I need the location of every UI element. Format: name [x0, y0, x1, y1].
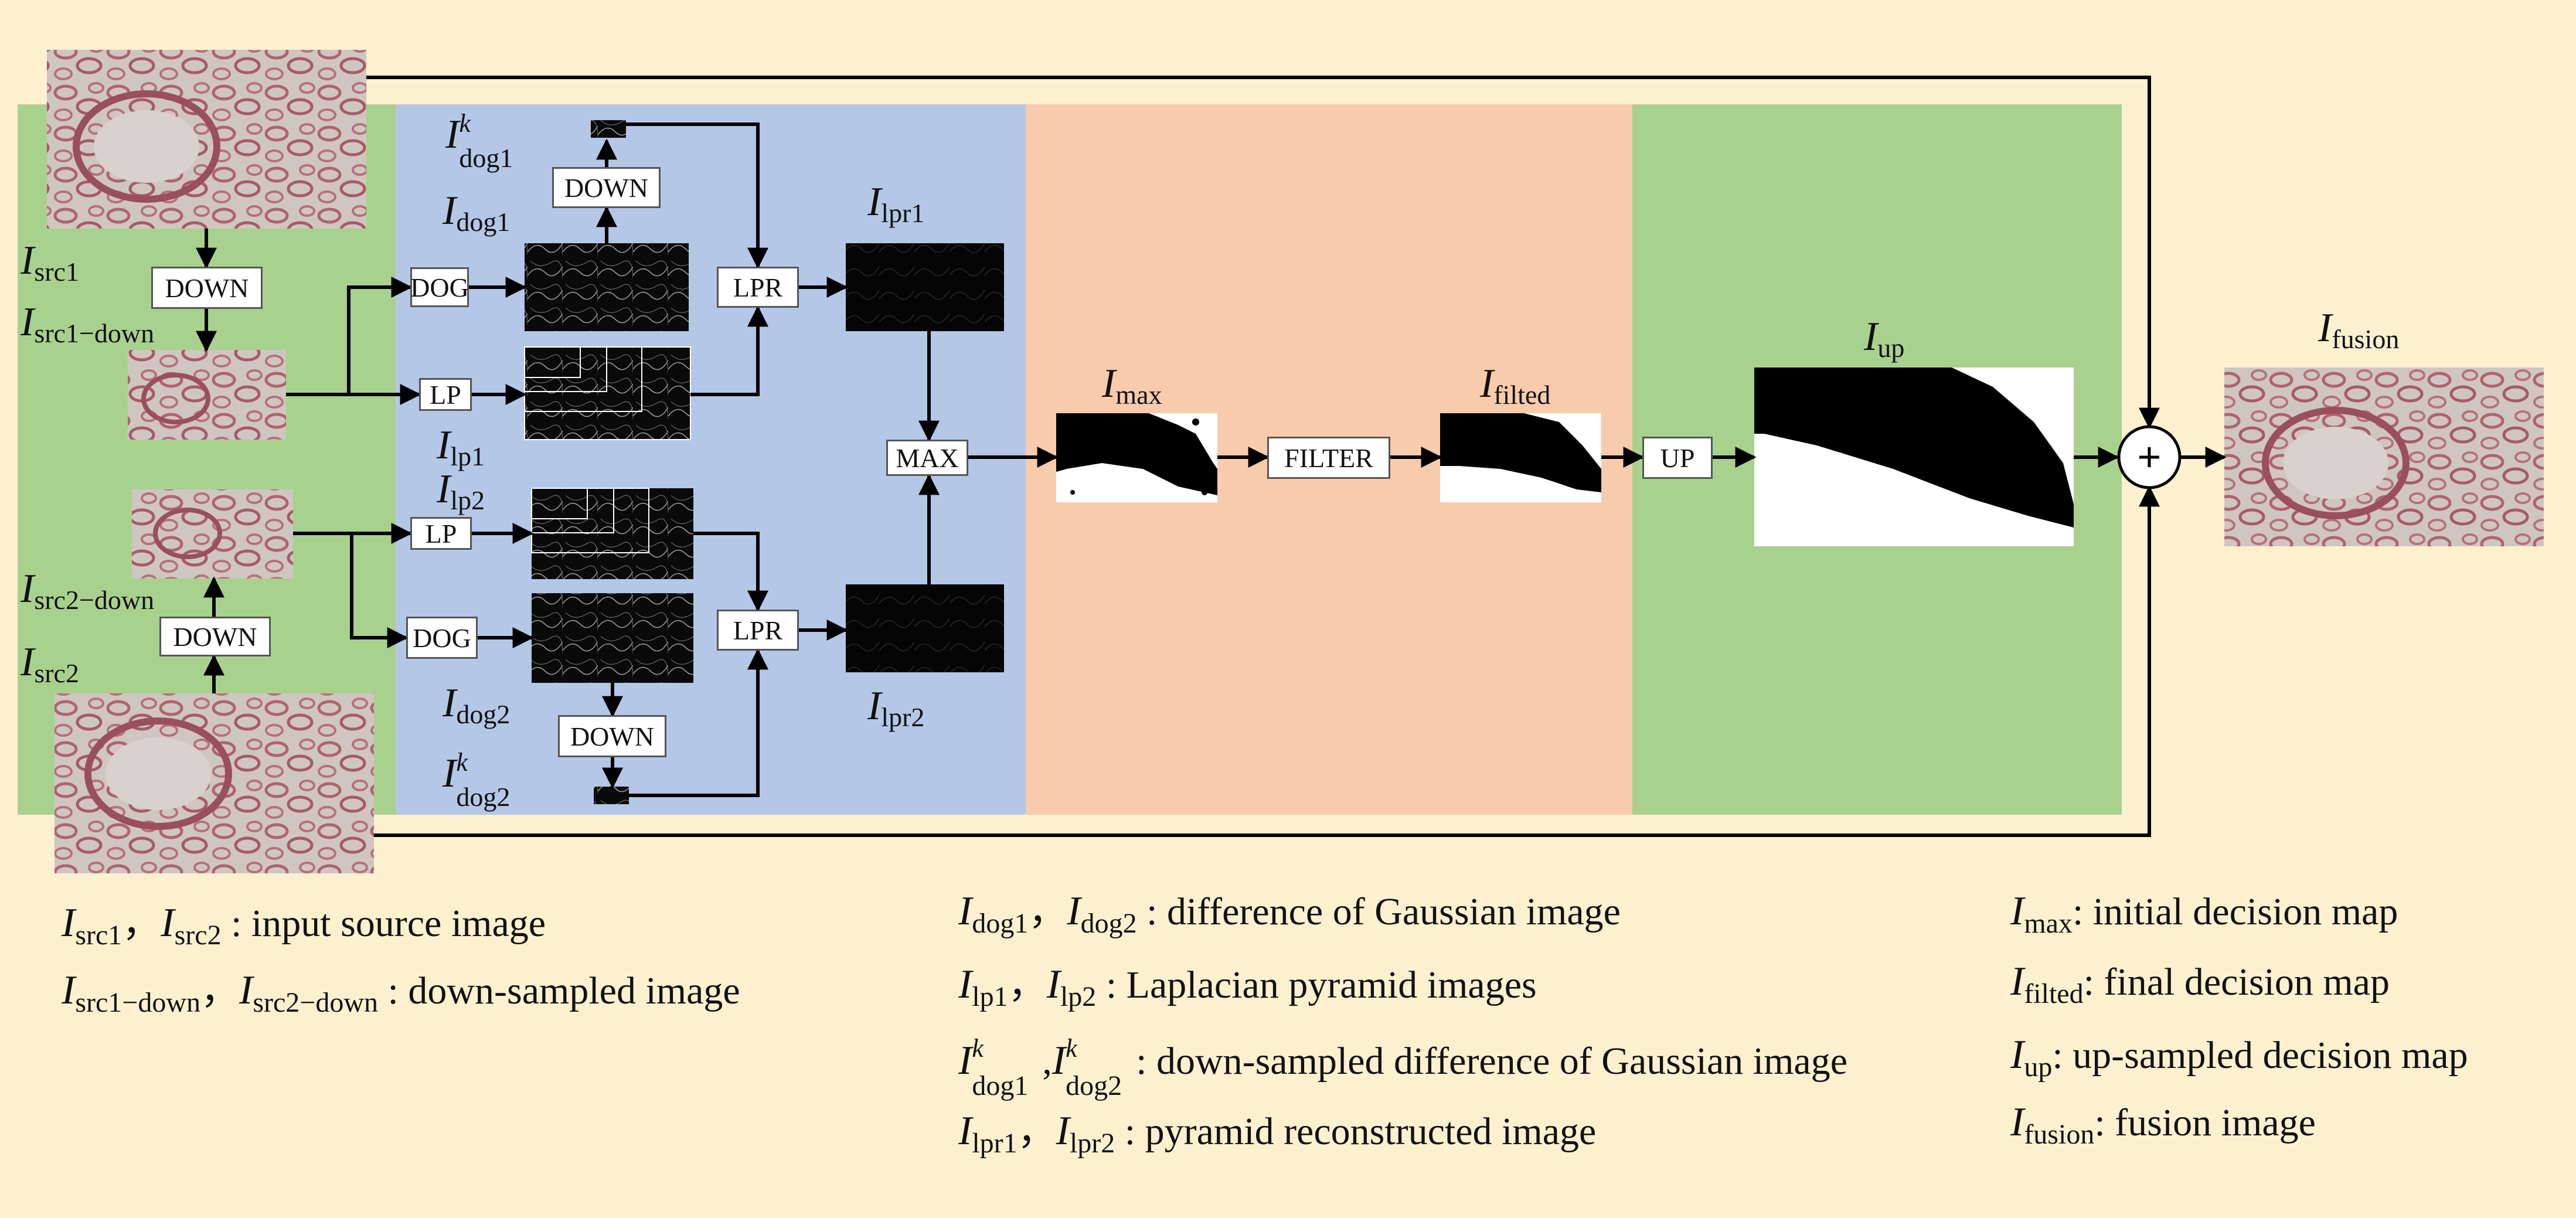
label-filted: Ifilted	[1480, 361, 1551, 410]
sum-symbol: +	[2138, 434, 2162, 479]
down-dog2-box: DOWN	[558, 715, 666, 757]
legend-filted: Ifilted: final decision map	[2010, 959, 2390, 1009]
image-filted	[1440, 413, 1601, 502]
sum-node	[2117, 425, 2182, 489]
image-lpr1	[846, 243, 1004, 331]
label-up: Iup	[1864, 314, 1905, 363]
label-lp1: Ilp1	[437, 423, 485, 471]
label-dog1: Idog1	[443, 188, 511, 237]
image-dog1	[525, 243, 689, 331]
lpr-1-box: LPR	[717, 267, 799, 308]
legend-lpr: Ilpr1，Ilpr2 : pyramid reconstructed imag…	[958, 1108, 1597, 1159]
image-src1	[47, 50, 366, 229]
image-src2	[55, 693, 374, 873]
image-dog1-k	[591, 120, 626, 138]
down-src2-box: DOWN	[159, 617, 271, 656]
legend-src-down: Isrc1−down，Isrc2−down : down-sampled ima…	[62, 968, 740, 1018]
lpr-2-box: LPR	[717, 610, 799, 651]
label-lpr1: Ilpr1	[867, 179, 925, 228]
legend-fusion: Ifusion: fusion image	[2010, 1100, 2316, 1150]
image-dog2	[532, 593, 693, 683]
label-src2: Isrc2	[21, 639, 79, 688]
max-box: MAX	[886, 440, 968, 476]
image-up	[1754, 368, 2074, 546]
legend-src: Isrc1，Isrc2 : input source image	[62, 900, 546, 951]
legend-dog: Idog1，Idog2 : difference of Gaussian ima…	[958, 889, 1621, 939]
image-lp2	[531, 488, 693, 579]
label-src1-down: Isrc1−down	[21, 300, 155, 348]
label-lp2: Ilp2	[437, 467, 485, 515]
label-src1: Isrc1	[21, 238, 79, 287]
dog-2-box: DOG	[406, 617, 478, 659]
image-lpr2	[846, 584, 1004, 672]
image-fusion	[2224, 368, 2544, 546]
label-lpr2: Ilpr2	[867, 683, 925, 732]
image-max	[1056, 413, 1217, 502]
lp-1-box: LP	[419, 378, 472, 411]
image-src2-down	[132, 489, 293, 579]
image-lp1	[524, 346, 691, 440]
lp-2-box: LP	[410, 517, 472, 550]
label-max: Imax	[1102, 361, 1162, 410]
legend-max: Imax: initial decision map	[2010, 889, 2398, 939]
down-src1-box: DOWN	[151, 267, 263, 309]
label-fusion: Ifusion	[2318, 305, 2400, 354]
connectors	[196, 76, 2227, 837]
down-dog1-box: DOWN	[552, 167, 661, 208]
legend-lp: Ilp1，Ilp2 : Laplacian pyramid images	[958, 962, 1537, 1012]
dog-1-box: DOG	[410, 267, 469, 307]
image-dog2-k	[594, 787, 629, 804]
up-box: UP	[1642, 437, 1713, 479]
label-src2-down: Isrc2−down	[21, 566, 155, 615]
label-dog2: Idog2	[443, 681, 511, 729]
image-src1-down	[128, 350, 286, 440]
filter-box: FILTER	[1267, 437, 1390, 479]
legend-up: Iup: up-sampled decision map	[2010, 1032, 2468, 1083]
